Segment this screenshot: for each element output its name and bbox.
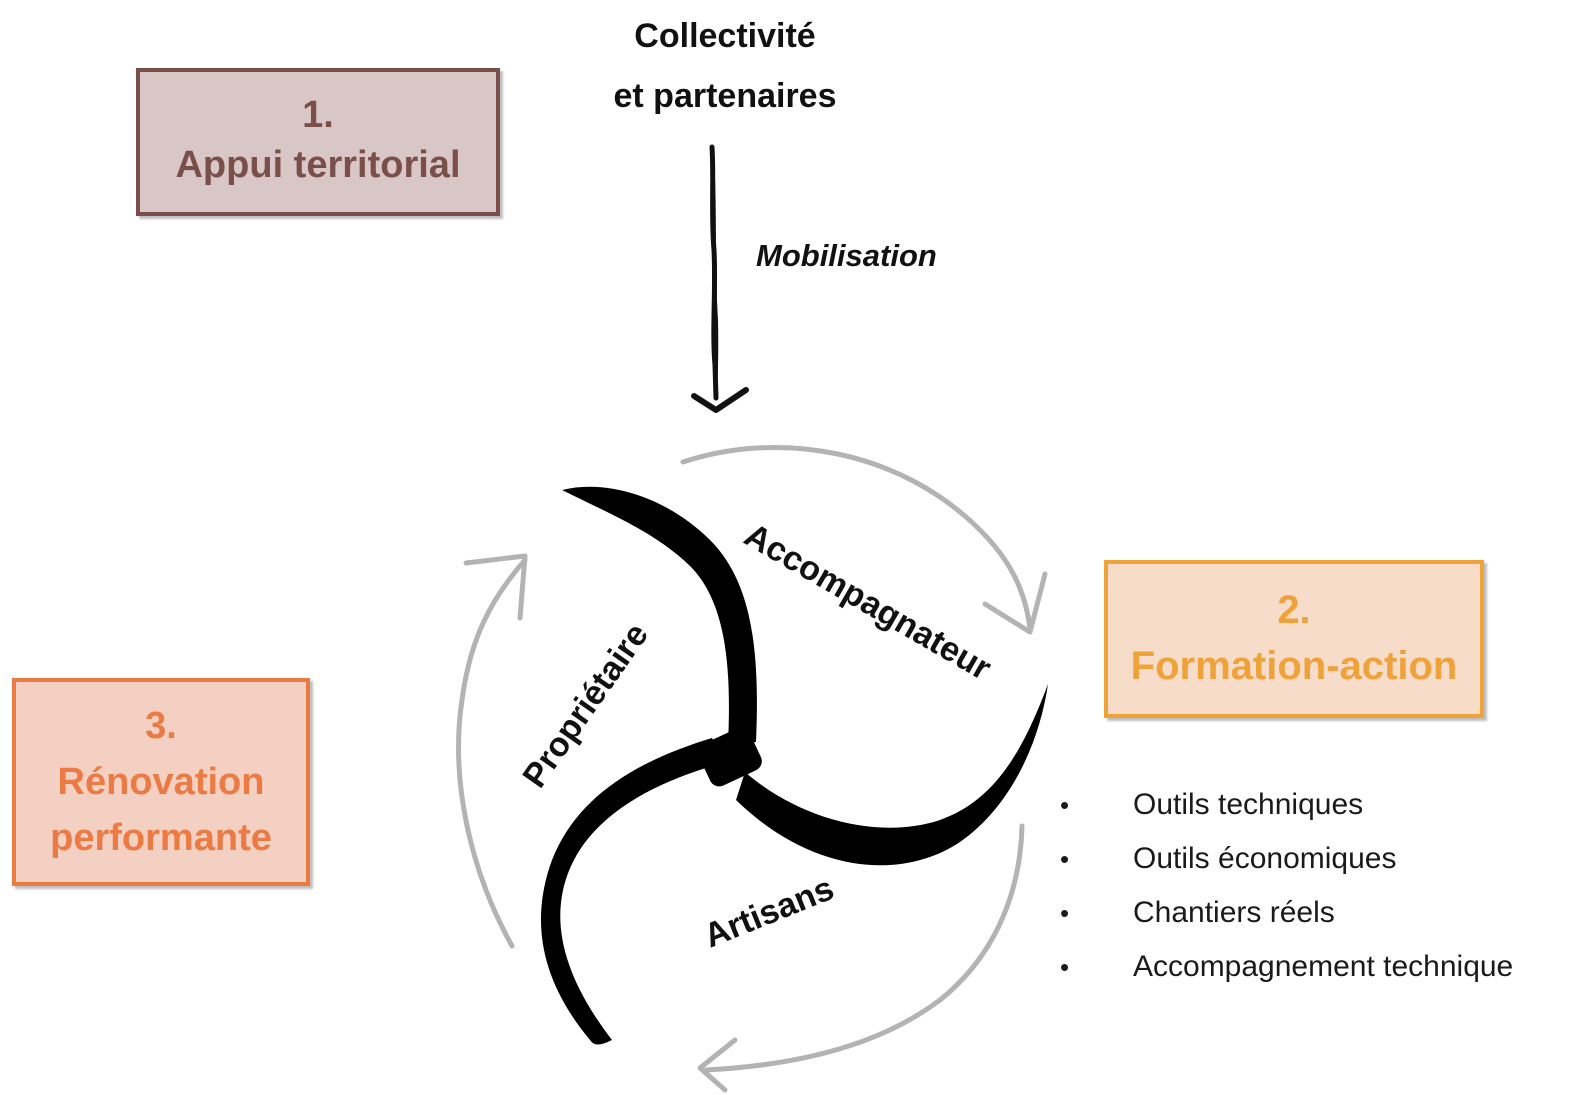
step-box-formation-action: 2. Formation-action — [1104, 560, 1484, 718]
cycle-arrow-top — [680, 444, 1033, 631]
cycle-arrows — [456, 444, 1048, 1093]
step-3-label-line2: performante — [50, 817, 272, 859]
mobilisation-label: Mobilisation — [756, 238, 937, 273]
step-box-renovation-performante: 3. Rénovation performante — [12, 678, 310, 886]
actor-label-accompagnateur: Accompagnateur — [738, 516, 998, 688]
bullet-icon: • — [1060, 790, 1070, 820]
step-2-label: Formation-action — [1130, 644, 1458, 688]
step-3-label-line1: Rénovation — [57, 761, 265, 803]
top-actor-title: Collectivité et partenaires — [560, 6, 890, 126]
step-box-appui-territorial: 1. Appui territorial — [136, 68, 500, 216]
list-item-text: Outils techniques — [1133, 788, 1364, 821]
mobilisation-arrow — [691, 144, 749, 413]
list-item-text: Chantiers réels — [1133, 896, 1335, 929]
list-item-text: Outils économiques — [1133, 842, 1397, 875]
bullet-icon: • — [1060, 952, 1070, 982]
step-1-number: 1. — [302, 94, 334, 136]
bullet-icon: • — [1060, 844, 1070, 874]
top-actor-line1: Collectivité — [634, 17, 816, 55]
list-item-text: Accompagnement technique — [1133, 950, 1514, 983]
actor-label-proprietaire: Propriétaire — [515, 616, 656, 794]
bullet-icon: • — [1060, 898, 1070, 928]
cycle-arrow-bottom — [703, 823, 1025, 1073]
step-1-label: Appui territorial — [175, 144, 461, 186]
top-actor-line2: et partenaires — [613, 77, 837, 115]
step-3-number: 3. — [145, 705, 177, 747]
actor-label-artisans: Artisans — [699, 869, 839, 955]
step-2-number: 2. — [1277, 588, 1311, 632]
spiral-shape — [540, 486, 1048, 1045]
cycle-arrow-left — [456, 557, 528, 949]
